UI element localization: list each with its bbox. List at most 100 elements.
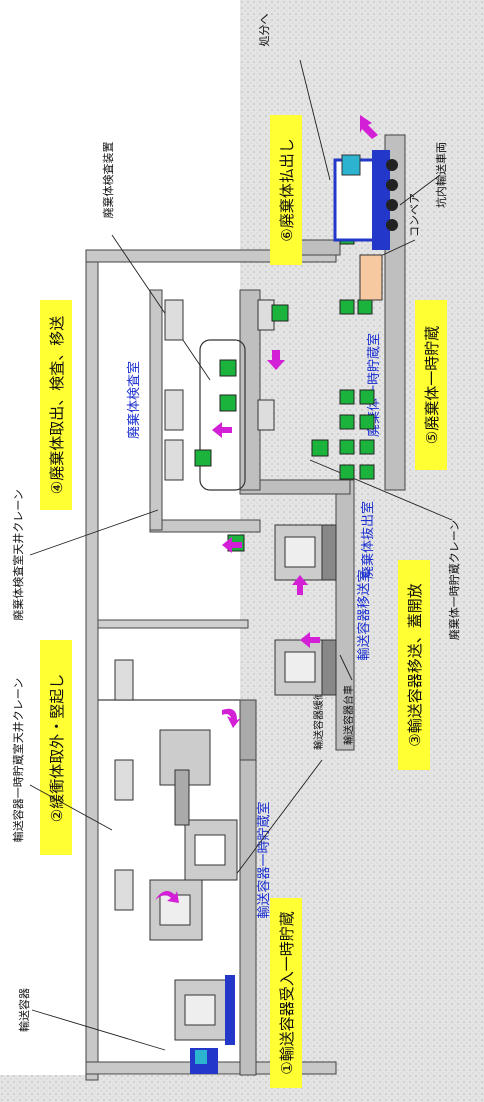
step-3-box (398, 560, 430, 770)
callout-crane-transport: 輸送容器一時貯蔵室天井クレーン (11, 678, 25, 842)
callout-conveyor: コンベア (408, 193, 421, 237)
pkg-10 (339, 389, 355, 405)
ground-fill (240, 20, 484, 1102)
pkg-12 (359, 439, 375, 455)
cart-grille-2 (321, 524, 337, 581)
step-1-box (270, 898, 302, 1088)
callout-crane-inspection: 廃棄体検査室天井クレーン (11, 489, 25, 620)
pkg-7 (339, 464, 355, 480)
crane-trolley-4 (164, 439, 184, 481)
pkg-16 (357, 299, 373, 315)
room-waste-storage: 廃棄体一時貯蔵室 (366, 333, 382, 437)
step-6-box (270, 115, 302, 265)
arrow-2 (222, 708, 241, 728)
callout-to-disposal: 処分へ (258, 14, 271, 47)
wheel-3 (386, 199, 398, 211)
arrow-3 (292, 575, 308, 595)
pkg-5 (271, 304, 289, 322)
container-1-core (184, 994, 216, 1026)
inspection-device-frame (199, 339, 246, 491)
leader-transport-container (31, 1009, 166, 1051)
crane-trolley-3 (114, 659, 134, 701)
waste-crane-1 (257, 399, 275, 431)
room-labels: 輸送容器一時貯蔵室 輸送容器移送室 廃棄体抜出室 廃棄体検査室 廃棄体一時貯蔵室 (126, 333, 382, 919)
crane-trolley-2 (114, 759, 134, 801)
leader-tunnel (399, 174, 441, 206)
wheel-4 (386, 219, 398, 231)
building (85, 134, 406, 1081)
step-labels: ①輸送容器受入一時貯蔵 ②緩衝体取外・竪起し ③輸送容器移送、蓋開放 ④廃棄体取… (40, 115, 447, 1088)
callout-crane-waste: 廃棄体一時貯蔵クレーン (447, 520, 461, 640)
pkg-6 (311, 439, 329, 457)
pkg-15 (339, 299, 355, 315)
leader-buffer (231, 759, 323, 881)
floor-step (239, 699, 257, 761)
arrow-2b (300, 632, 320, 648)
pkg-4 (219, 359, 237, 377)
cart-front-bottom (195, 1050, 207, 1064)
callout-buffer: 輸送容器緩衝体 (312, 680, 325, 750)
vehicle-body (372, 150, 390, 250)
wheel-2 (386, 179, 398, 191)
crane-trolley-6 (164, 389, 184, 431)
arrow-6 (267, 350, 285, 370)
partition-3 (149, 519, 261, 533)
conveyor-unit (359, 254, 383, 301)
step-6-label: ⑥廃棄体払出し (278, 138, 296, 241)
step-5-box (415, 300, 447, 470)
vehicle-front (341, 154, 361, 176)
crane-trolley-1 (114, 869, 134, 911)
room-transport-storage: 輸送容器一時貯蔵室 (256, 801, 272, 918)
step-1-label: ①輸送容器受入一時貯蔵 (278, 911, 296, 1074)
step-5-label: ⑤廃棄体一時貯蔵 (423, 326, 441, 444)
pkg-9 (339, 414, 355, 430)
step-2-label: ②緩衝体取外・竪起し (48, 674, 66, 822)
callout-cart: 輸送容器台車 (342, 685, 355, 745)
callouts: 輸送容器一時貯蔵室天井クレーン 輸送容器 輸送容器緩衝体 輸送容器台車 廃棄体検… (11, 14, 461, 1051)
flow-arrows (155, 115, 378, 903)
pkg-11 (359, 464, 375, 480)
crane-trolley-5 (164, 299, 184, 341)
room-transport-transfer: 輸送容器移送室 (356, 569, 372, 660)
room-inspection: 廃棄体検査室 (126, 361, 142, 439)
leader-crane-transport (29, 784, 113, 831)
callout-transport-container: 輸送容器 (17, 988, 31, 1032)
beam (97, 619, 249, 629)
ground-bottom (0, 1075, 484, 1102)
leader-to-disposal (299, 59, 331, 181)
leader-inspection-device (111, 234, 211, 381)
out-area (190, 150, 398, 1074)
leader-cart (339, 654, 353, 681)
pkg-13 (359, 414, 375, 430)
container-5-core (284, 651, 316, 683)
container-3-core (194, 834, 226, 866)
pkg-8 (339, 439, 355, 455)
callout-inspection-device: 廃棄体検査装置 (101, 142, 115, 219)
step-3-label: ③輸送容器移送、蓋開放 (406, 583, 424, 746)
arrow-5 (212, 422, 232, 438)
pkg-3 (219, 394, 237, 412)
cranes (114, 299, 275, 911)
cart-grille-1 (321, 639, 337, 696)
leader-crane-inspection (29, 509, 159, 556)
pkg-14 (359, 389, 375, 405)
pkg-2 (194, 449, 212, 467)
buffer-block (174, 769, 190, 826)
ceiling-inspection (149, 289, 163, 531)
step-2-box (40, 640, 72, 855)
step-4-box (40, 300, 72, 510)
arrow-out (360, 115, 378, 139)
equipment (149, 524, 337, 1045)
container-6-core (284, 536, 316, 568)
step-4-label: ④廃棄体取出、検査、移送 (48, 316, 66, 494)
step-block (299, 239, 341, 256)
wheel-1 (386, 159, 398, 171)
leader-crane-waste (309, 459, 453, 521)
roof-wall (85, 249, 99, 1081)
room-extraction: 廃棄体抜出室 (360, 501, 376, 579)
arrow-4 (222, 537, 242, 553)
container-1-cart (225, 975, 235, 1045)
callout-tunnel: 坑内輸送車両 (434, 142, 448, 208)
partition-2 (239, 289, 261, 491)
